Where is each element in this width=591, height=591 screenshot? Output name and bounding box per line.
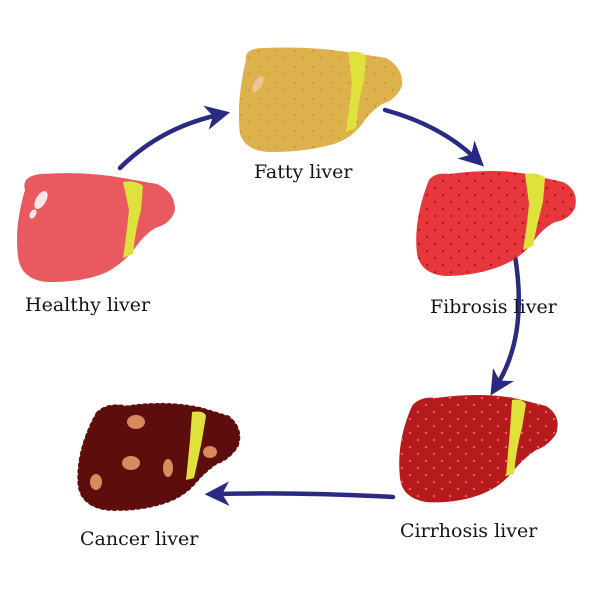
cancer-liver-shape (77, 402, 241, 511)
fibrosis-liver-illustration (416, 171, 576, 276)
cancer-liver-ligament (186, 411, 206, 480)
healthy-liver-highlight-small (29, 209, 37, 219)
tumor-nodule (163, 459, 173, 477)
cancer-liver-label: Cancer liver (80, 528, 199, 550)
cycle-arrows (117, 105, 522, 507)
arrow-cirrhosis-to-cancer (204, 481, 396, 507)
healthy-liver-highlight (34, 190, 48, 210)
fatty-liver-label: Fatty liver (254, 161, 353, 183)
cancer-liver-illustration (77, 402, 241, 511)
cirrhosis-liver-label: Cirrhosis liver (400, 520, 538, 542)
fatty-liver-highlight (252, 75, 264, 93)
cirrhosis-liver-texture (399, 395, 558, 503)
arrow-healthy-to-fatty (117, 105, 231, 171)
cirrhosis-liver-ligament (506, 399, 526, 476)
fatty-liver-illustration (238, 47, 403, 152)
arrow-fatty-to-fibrosis (382, 107, 485, 167)
tumor-nodule (122, 456, 140, 470)
fatty-liver-texture (238, 47, 403, 152)
fibrosis-liver-label: Fibrosis liver (430, 296, 558, 318)
tumor-nodule (127, 415, 145, 429)
healthy-liver-illustration (17, 173, 175, 282)
arrow-fibrosis-to-cirrhosis (490, 253, 522, 396)
healthy-liver-shape (17, 173, 175, 282)
healthy-liver-label: Healthy liver (25, 294, 151, 316)
fibrosis-liver-ligament (523, 173, 545, 250)
fibrosis-liver-texture (416, 171, 576, 276)
cirrhosis-liver-illustration (399, 395, 558, 503)
tumor-nodule (90, 474, 102, 490)
fatty-liver-ligament (346, 51, 366, 132)
healthy-liver-ligament (123, 181, 143, 258)
tumor-nodule (203, 446, 217, 458)
